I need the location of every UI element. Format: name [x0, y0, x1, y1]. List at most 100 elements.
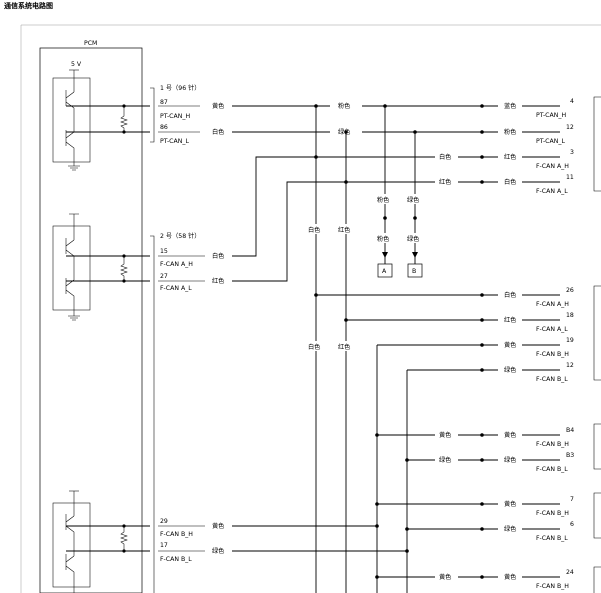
pcm-pin-87: 87 PT-CAN_H — [160, 99, 190, 120]
svg-text:F-CAN B_H: F-CAN B_H — [536, 441, 569, 448]
svg-text:27: 27 — [160, 273, 168, 280]
svg-text:6: 6 — [570, 521, 574, 528]
svg-text:18: 18 — [566, 312, 574, 319]
svg-text:19: 19 — [566, 337, 574, 344]
module-connector-2 — [593, 285, 601, 381]
diagram-frame — [20, 24, 601, 593]
svg-text:12: 12 — [566, 124, 574, 131]
svg-text:白色: 白色 — [504, 291, 516, 299]
svg-text:F-CAN A_L: F-CAN A_L — [536, 326, 568, 333]
svg-text:PT-CAN_L: PT-CAN_L — [160, 138, 189, 145]
branch-b-box — [407, 263, 423, 278]
svg-text:红色: 红色 — [504, 153, 516, 161]
module-connector-5 — [593, 566, 601, 593]
svg-text:F-CAN A_L: F-CAN A_L — [536, 188, 568, 195]
svg-text:F-CAN B_H: F-CAN B_H — [536, 351, 569, 358]
svg-text:PT-CAN_L: PT-CAN_L — [536, 138, 565, 145]
wire-color-label: 白色 — [212, 128, 224, 136]
svg-text:B4: B4 — [566, 427, 574, 434]
connector-1-label: 1 号（96 针） — [160, 84, 201, 92]
svg-text:白色: 白色 — [308, 343, 320, 351]
svg-text:绿色: 绿色 — [407, 235, 419, 243]
svg-text:F-CAN A_H: F-CAN A_H — [536, 301, 569, 308]
connector-bracket-1 — [150, 87, 155, 143]
svg-text:F-CAN B_H: F-CAN B_H — [160, 531, 193, 538]
branch-b-label: B — [412, 268, 416, 275]
svg-text:3: 3 — [570, 149, 574, 156]
svg-text:粉色: 粉色 — [338, 102, 350, 110]
svg-text:PT-CAN_H: PT-CAN_H — [536, 112, 566, 119]
transceiver-block-2 — [52, 213, 91, 321]
svg-text:绿色: 绿色 — [439, 456, 451, 464]
svg-text:F-CAN B_L: F-CAN B_L — [536, 466, 568, 473]
svg-text:F-CAN A_L: F-CAN A_L — [160, 285, 192, 292]
svg-text:26: 26 — [566, 287, 574, 294]
svg-text:绿色: 绿色 — [504, 456, 516, 464]
svg-text:粉色: 粉色 — [377, 235, 389, 243]
svg-text:红色: 红色 — [439, 178, 451, 186]
svg-text:黄色: 黄色 — [504, 431, 516, 439]
module-connector-4 — [593, 492, 601, 539]
transceiver-block-3 — [52, 490, 91, 593]
wire-color-label: 绿色 — [212, 547, 224, 555]
svg-text:24: 24 — [566, 569, 574, 576]
svg-text:F-CAN B_L: F-CAN B_L — [160, 556, 192, 563]
pcm-pin-86: 86 PT-CAN_L — [160, 124, 189, 145]
svg-text:7: 7 — [570, 496, 574, 503]
junction-dots — [314, 104, 484, 579]
pcm-box — [39, 47, 143, 593]
wire-f-can-a-l — [232, 181, 560, 282]
svg-text:黄色: 黄色 — [439, 573, 451, 581]
svg-text:绿色: 绿色 — [338, 128, 350, 136]
wire-f-can-b-feed — [232, 525, 407, 552]
svg-text:4: 4 — [570, 98, 574, 105]
svg-text:红色: 红色 — [338, 226, 350, 234]
svg-text:绿色: 绿色 — [504, 366, 516, 374]
svg-text:粉色: 粉色 — [504, 128, 516, 136]
wire-color-label: 黄色 — [212, 522, 224, 530]
pcm-pin-27: 27 F-CAN A_L — [160, 273, 192, 292]
svg-text:黄色: 黄色 — [439, 431, 451, 439]
module-connector-3 — [593, 423, 601, 470]
wire-color-label: 红色 — [212, 277, 224, 285]
pcm-pin-29: 29 F-CAN B_H — [160, 518, 193, 538]
svg-text:黄色: 黄色 — [504, 573, 516, 581]
pcm-voltage: 5 V — [71, 61, 82, 68]
branch-a-label: A — [382, 268, 387, 275]
svg-text:PT-CAN_H: PT-CAN_H — [160, 113, 190, 120]
transceiver-block-1 — [52, 77, 91, 171]
svg-text:15: 15 — [160, 248, 168, 255]
svg-text:11: 11 — [566, 174, 574, 181]
wire-color-label: 黄色 — [212, 102, 224, 110]
svg-text:白色: 白色 — [504, 178, 516, 186]
svg-text:粉色: 粉色 — [377, 196, 389, 204]
pcm-label: PCM — [84, 40, 97, 47]
svg-text:86: 86 — [160, 124, 168, 131]
svg-text:87: 87 — [160, 99, 168, 106]
connector-bracket-2 — [150, 235, 155, 593]
svg-text:白色: 白色 — [308, 226, 320, 234]
svg-text:F-CAN A_H: F-CAN A_H — [536, 163, 569, 170]
branch-a-box — [377, 263, 393, 278]
svg-text:29: 29 — [160, 518, 168, 525]
pcm-pin-15: 15 F-CAN A_H — [160, 248, 193, 268]
termination-resistor-2 — [120, 256, 128, 281]
svg-text:绿色: 绿色 — [504, 525, 516, 533]
svg-text:F-CAN B_L: F-CAN B_L — [536, 535, 568, 542]
svg-text:红色: 红色 — [504, 316, 516, 324]
pcm-pin-17: 17 F-CAN B_L — [160, 542, 192, 563]
wire-f-can-a-h — [232, 156, 560, 257]
svg-text:白色: 白色 — [439, 153, 451, 161]
svg-text:F-CAN A_H: F-CAN A_H — [160, 261, 193, 268]
termination-resistor-3 — [120, 526, 128, 551]
right-pin-labels: 4 PT-CAN_H 12 PT-CAN_L 3 F-CAN A_H 11 F-… — [536, 98, 574, 590]
svg-text:红色: 红色 — [338, 343, 350, 351]
svg-text:F-CAN B_H: F-CAN B_H — [536, 583, 569, 590]
svg-text:17: 17 — [160, 542, 168, 549]
svg-text:F-CAN B_H: F-CAN B_H — [536, 510, 569, 517]
svg-text:黄色: 黄色 — [504, 500, 516, 508]
svg-text:B3: B3 — [566, 452, 574, 459]
connector-2-label: 2 号（58 针） — [160, 232, 201, 240]
module-connector-1 — [593, 96, 601, 192]
